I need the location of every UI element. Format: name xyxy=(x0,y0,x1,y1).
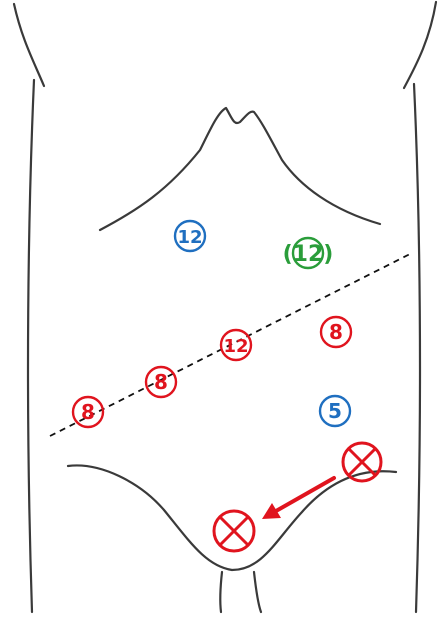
port-marker-red-8-mid-label: 8 xyxy=(154,370,168,394)
port-marker-red-12: 12 xyxy=(219,328,253,362)
port-marker-green-12-label: (12) xyxy=(283,242,334,267)
port-marker-red-8-left-label: 8 xyxy=(81,400,95,424)
left-neck-line xyxy=(12,2,46,88)
port-marker-blue-12-label: 12 xyxy=(177,227,202,248)
left-thigh-line xyxy=(219,570,224,614)
groin-line xyxy=(66,464,398,572)
right-flank-line xyxy=(412,82,422,614)
port-marker-blue-5-label: 5 xyxy=(328,399,342,423)
circled-x-icon xyxy=(341,441,383,483)
circled-x-icon xyxy=(212,509,256,553)
port-marker-blue-12: 12 xyxy=(173,219,207,253)
costal-margin xyxy=(98,106,382,232)
right-neck-line xyxy=(402,0,438,90)
port-marker-red-8-left: 8 xyxy=(71,395,105,429)
port-marker-red-8-mid: 8 xyxy=(144,365,178,399)
port-marker-green-12: (12) xyxy=(283,236,334,270)
port-marker-red-8-right-label: 8 xyxy=(329,320,343,344)
right-thigh-line xyxy=(252,570,263,614)
arrow-icon xyxy=(262,476,336,519)
left-flank-line xyxy=(26,78,36,614)
dashed-line xyxy=(49,253,411,437)
port-marker-red-8-right: 8 xyxy=(319,315,353,349)
port-marker-red-12-label: 12 xyxy=(223,336,248,357)
port-marker-blue-5: 5 xyxy=(318,394,352,428)
body-outline xyxy=(12,0,438,614)
